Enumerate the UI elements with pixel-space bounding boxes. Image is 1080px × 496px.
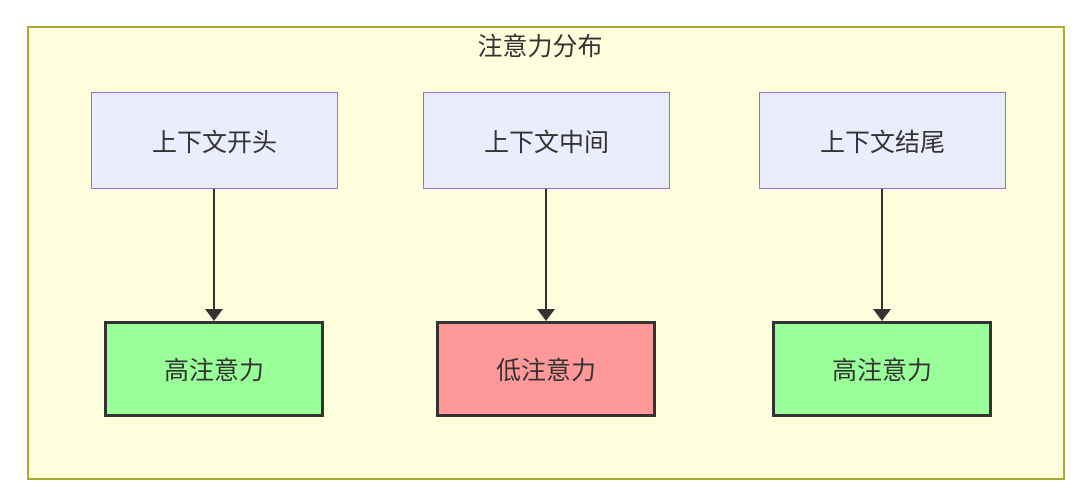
node-context-start: 上下文开头 <box>91 92 338 189</box>
cluster-title: 注意力分布 <box>477 33 603 61</box>
node-low-attention-middle: 低注意力 <box>436 321 656 417</box>
node-high-attention-right: 高注意力 <box>772 321 992 417</box>
arrowhead-down-icon <box>537 309 555 321</box>
arrow-line-3 <box>881 189 883 310</box>
arrow-line-1 <box>213 189 215 310</box>
node-high-attention-left: 高注意力 <box>104 321 324 417</box>
node-context-end: 上下文结尾 <box>759 92 1006 189</box>
arrowhead-down-icon <box>205 309 223 321</box>
arrow-line-2 <box>545 189 547 310</box>
arrowhead-down-icon <box>873 309 891 321</box>
node-context-middle: 上下文中间 <box>423 92 670 189</box>
